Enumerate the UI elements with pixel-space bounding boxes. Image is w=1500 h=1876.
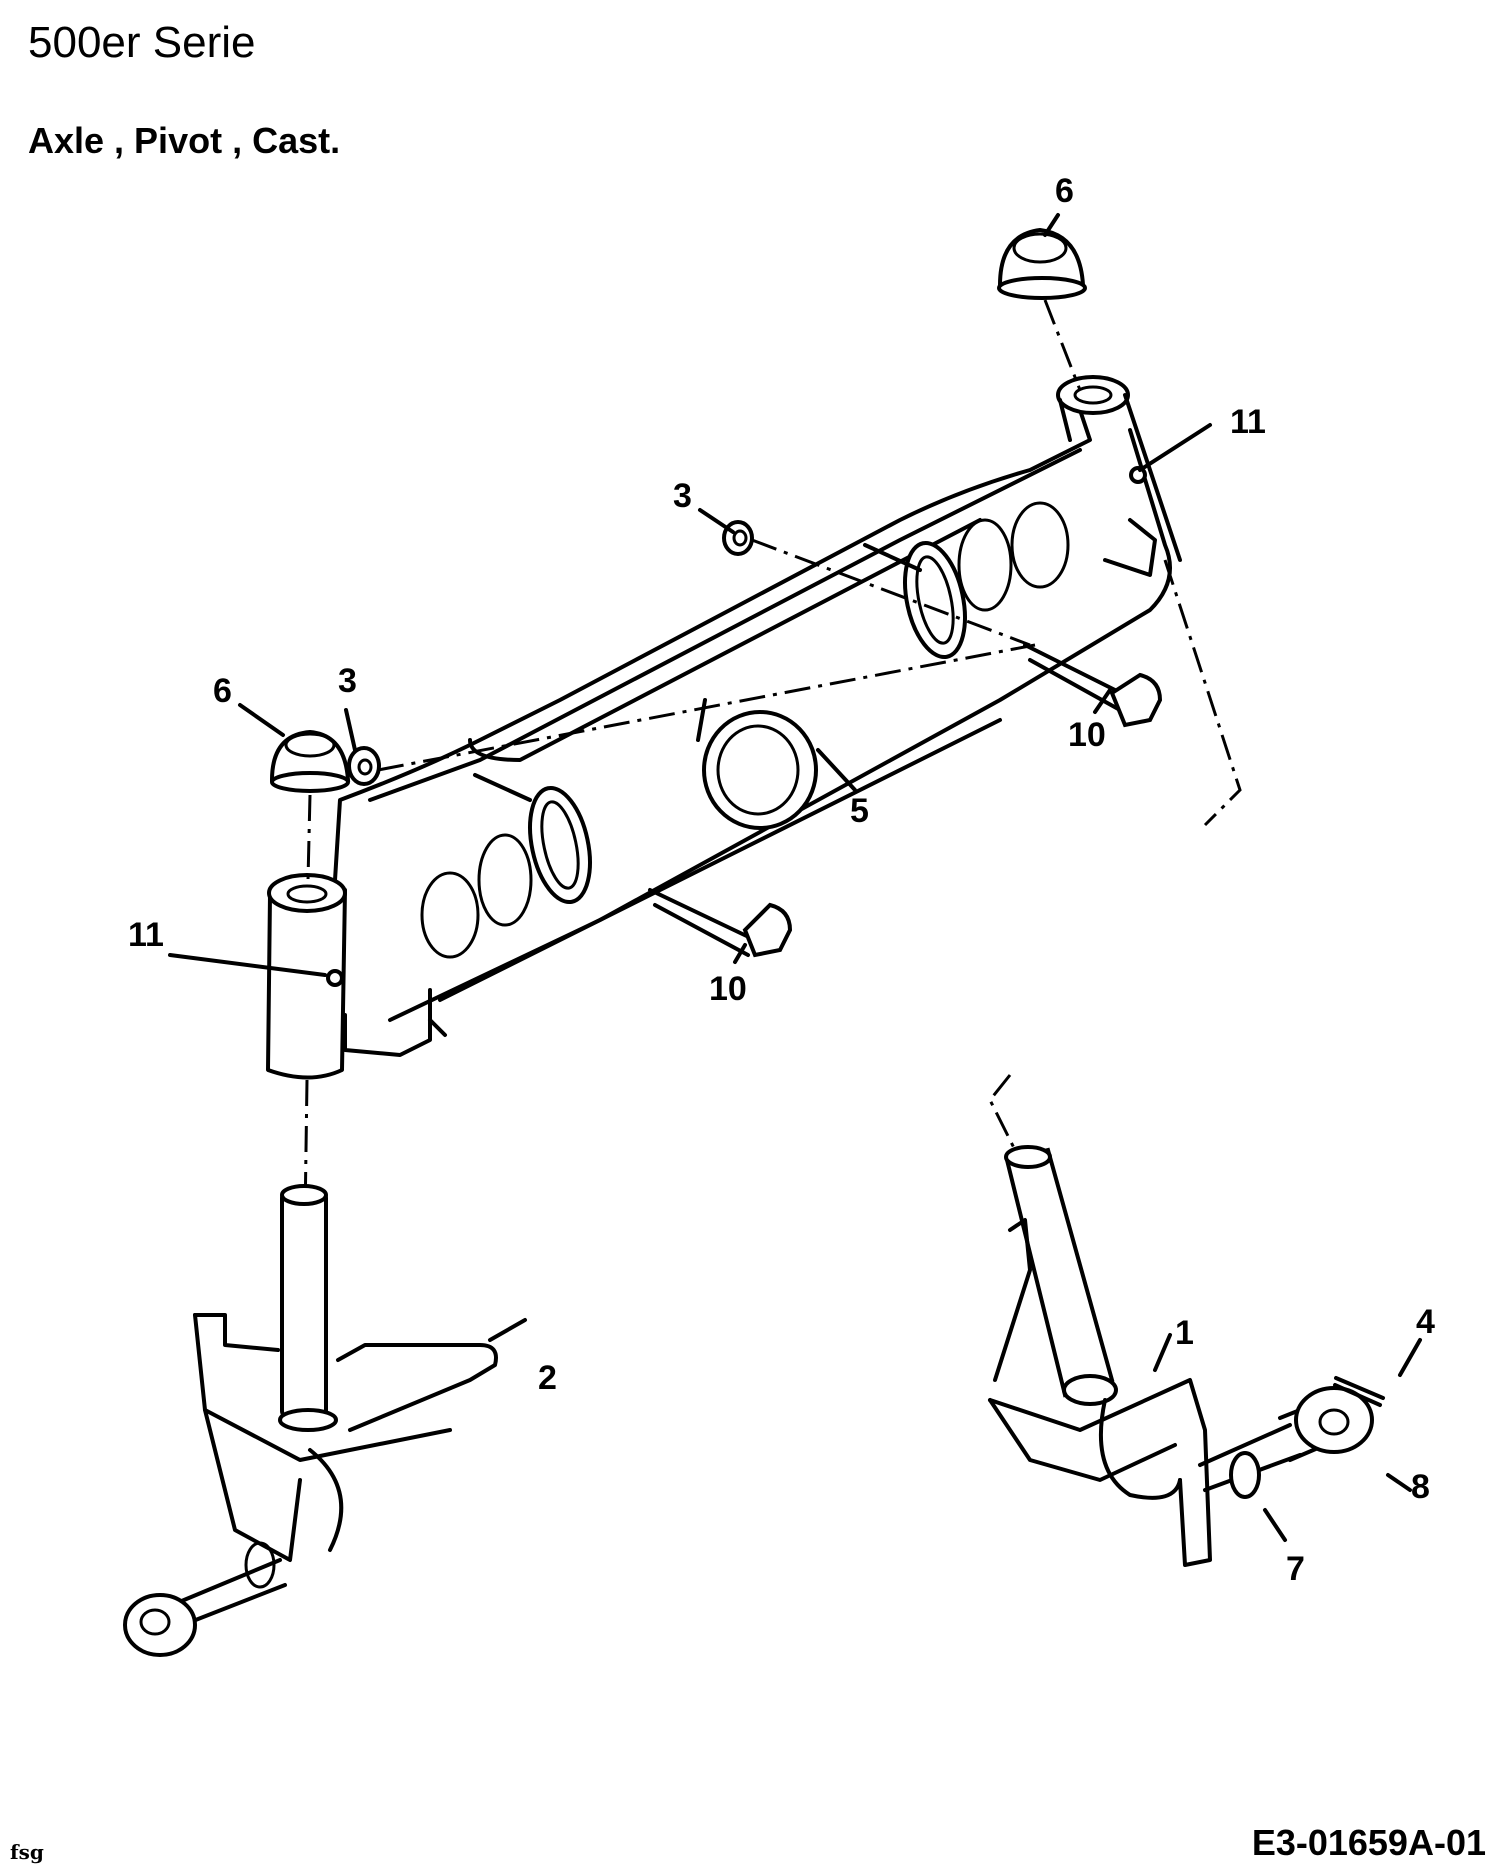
callout-6-top: 6 [1055,172,1074,210]
callout-3-top: 3 [673,477,692,515]
assembly-subtitle: Axle , Pivot , Cast. [28,120,341,161]
callout-3-left: 3 [338,662,357,700]
callout-10-right: 10 [1068,716,1106,754]
footer-code: fsg [10,1840,44,1864]
callout-2: 2 [538,1359,557,1397]
callout-11-left: 11 [128,916,164,954]
set-screw-part-11-left [326,969,344,987]
callout-10-lower: 10 [709,970,747,1008]
axle-beam-part-5 [266,375,1182,1080]
drawing-number: E3-01659A-01 [1251,1822,1486,1863]
callout-4: 4 [1416,1303,1435,1341]
callout-7: 7 [1286,1550,1305,1588]
nut-part-3-left [347,746,381,786]
leader-lines [168,213,1422,1542]
callout-5: 5 [850,792,869,830]
page-title: 500er Serie [28,18,256,67]
bolt-part-10-right [1023,643,1163,728]
nut-part-3-top [722,520,754,556]
dust-cap-part-6-top [997,227,1087,300]
callout-8: 8 [1411,1468,1430,1506]
callout-11-right: 11 [1230,403,1266,441]
caster-fork-part-1 [988,1145,1212,1567]
set-screw-part-11-right [1129,466,1147,484]
callout-1: 1 [1175,1314,1194,1352]
washer-part-8 [1278,1386,1374,1462]
bushing-part-7 [1198,1423,1302,1499]
caster-fork-part-2 [123,1184,498,1657]
dust-cap-part-6-left [269,729,351,793]
callout-6-left: 6 [213,672,232,710]
cotter-pin-part-4 [1333,1376,1385,1407]
bolt-part-10-lower [648,888,793,958]
